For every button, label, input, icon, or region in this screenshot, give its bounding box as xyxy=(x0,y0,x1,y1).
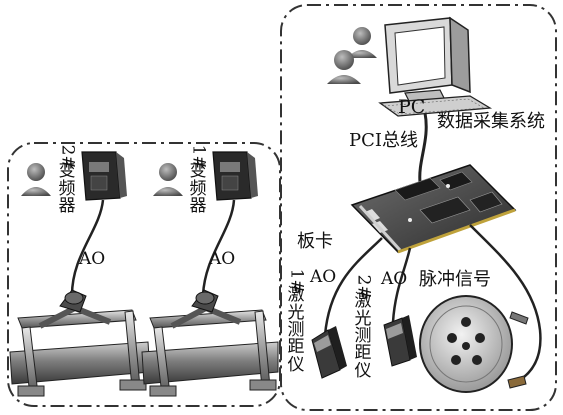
laser-sensor-2-icon xyxy=(384,315,417,366)
board-label: 板卡 xyxy=(297,233,333,251)
inverter-1-icon xyxy=(213,152,258,200)
laser-sensor-2-label: 2# 激 光 测 距 仪 xyxy=(353,276,373,380)
ao-label-inverter-1: AO xyxy=(209,251,235,268)
operator-icon-2 xyxy=(21,163,51,196)
pc-computer-icon xyxy=(380,18,490,116)
laser-sensor-1-icon xyxy=(312,326,347,378)
pulse-signal-label: 脉冲信号 xyxy=(419,271,491,289)
pc-label: PC xyxy=(398,98,425,117)
operators-icon xyxy=(327,27,377,84)
encoder-disc-icon xyxy=(420,296,512,392)
pci-bus-cable xyxy=(420,113,426,182)
laser-sensor-1-label: 1# 激 光 测 距 仪 xyxy=(286,270,306,374)
ao-label-inverter-2: AO xyxy=(79,251,105,268)
ao-label-sensor-2: AO xyxy=(381,271,407,288)
operator-icon-1 xyxy=(153,163,183,196)
inverter-2-label: 2# 变 频 器 xyxy=(57,146,77,215)
test-rig-1-icon xyxy=(142,290,278,396)
inverter-2-icon xyxy=(82,152,127,200)
daq-board-icon xyxy=(352,165,515,252)
inverter-1-label: 1# 变 频 器 xyxy=(188,146,208,215)
pci-bus-label: PCI总线 xyxy=(349,132,418,150)
test-rig-2-icon xyxy=(10,290,150,396)
ao-label-sensor-1: AO xyxy=(310,269,336,286)
daq-system-label: 数据采集系统 xyxy=(437,113,545,131)
